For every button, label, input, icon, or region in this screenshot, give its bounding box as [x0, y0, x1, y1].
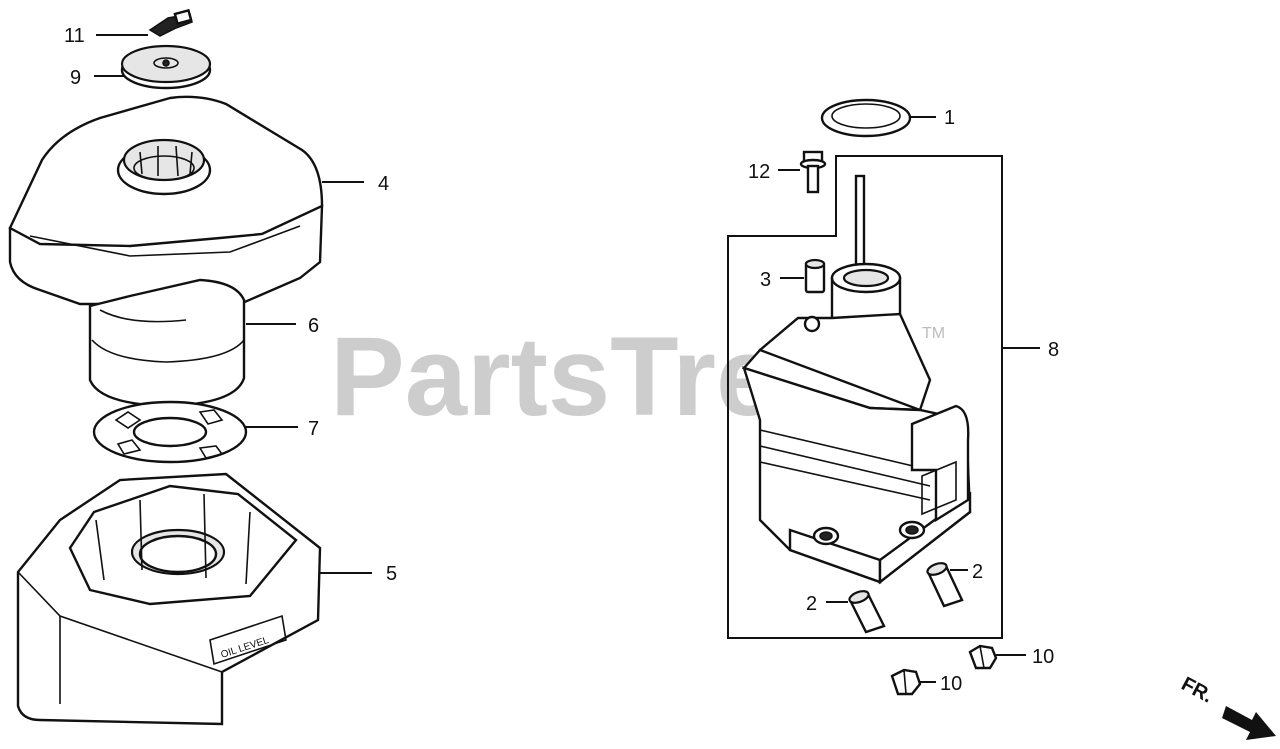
callout-3: 3	[760, 269, 771, 291]
part-nut-b	[890, 668, 922, 696]
callout-2a: 2	[972, 561, 983, 583]
part-air-cleaner-case: OIL LEVEL	[16, 472, 322, 726]
part-air-cleaner-cover	[8, 95, 324, 306]
part-gasket-ring	[92, 400, 248, 464]
arrow-icon	[1222, 706, 1276, 740]
part-elbow-body	[741, 174, 972, 585]
callout-2b: 2	[806, 593, 817, 615]
callout-7: 7	[308, 418, 319, 440]
front-indicator-label: FR.	[1178, 673, 1217, 708]
callout-6: 6	[308, 315, 319, 337]
callout-5: 5	[386, 563, 397, 585]
callout-12: 12	[748, 161, 770, 183]
assembly-bracket	[727, 155, 1003, 639]
callout-9: 9	[70, 67, 81, 89]
callout-8: 8	[1048, 339, 1059, 361]
part-bolt	[799, 150, 827, 194]
part-dowel-pin	[804, 258, 826, 294]
callout-1: 1	[944, 107, 955, 129]
callout-11: 11	[64, 25, 85, 47]
part-cover-disc	[120, 44, 212, 90]
part-pin-b	[848, 590, 886, 634]
callout-10a: 10	[1032, 646, 1054, 668]
part-pin-a	[926, 562, 964, 608]
part-filter-element	[88, 278, 246, 408]
part-clip	[148, 8, 193, 37]
part-nut-a	[968, 644, 998, 670]
watermark-trademark: TM	[922, 325, 945, 342]
callout-10b: 10	[940, 673, 962, 695]
part-o-ring	[820, 98, 912, 138]
callout-4: 4	[378, 173, 389, 195]
